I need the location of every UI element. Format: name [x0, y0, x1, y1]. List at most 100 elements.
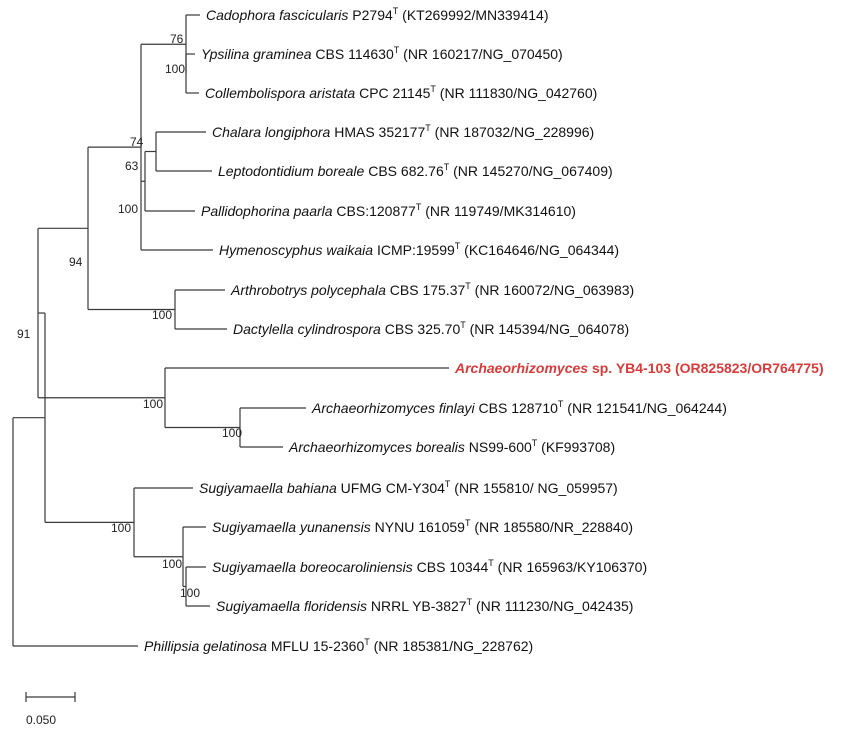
taxon-name: Dactylella cylindrospora: [233, 321, 381, 337]
scale-bar-label: 0.050: [26, 713, 56, 727]
strain-id: CBS 682.76: [364, 163, 444, 179]
taxon-name: Sugiyamaella yunanensis: [212, 519, 371, 535]
taxon-name: Archaeorhizomyces borealis: [288, 439, 465, 455]
bootstrap-value: 100: [180, 586, 200, 600]
taxon-label: Cadophora fascicularis P2794T (KT269992/…: [206, 6, 548, 23]
taxon-label: Sugiyamaella boreocaroliniensis CBS 1034…: [212, 558, 647, 575]
strain-id: NS99-600: [465, 439, 532, 455]
type-strain-marker: T: [445, 479, 451, 489]
strain-id: CBS 114630: [312, 46, 394, 62]
type-strain-marker: T: [393, 6, 399, 16]
accession-numbers: (NR 165963/KY106370): [494, 559, 647, 575]
strain-id: P2794: [348, 7, 393, 23]
strain-id: CBS 325.70: [381, 321, 461, 337]
accession-numbers: (NR 155810/ NG_059957): [450, 480, 617, 496]
strain-id: CPC 21145: [355, 85, 430, 101]
taxon-name: Cadophora fascicularis: [206, 7, 348, 23]
type-strain-marker: T: [364, 637, 370, 647]
type-strain-marker: T: [465, 281, 471, 291]
accession-numbers: (NR 121541/NG_064244): [563, 400, 726, 416]
accession-numbers: (KC164646/NG_064344): [460, 242, 619, 258]
type-strain-marker: T: [425, 123, 431, 133]
taxon-name: Ypsilina graminea: [201, 46, 312, 62]
bootstrap-value: 74: [130, 135, 144, 149]
taxon-label: Archaeorhizomyces borealis NS99-600T (KF…: [288, 438, 615, 455]
type-strain-marker: T: [444, 162, 450, 172]
tree-branches: [12, 14, 449, 647]
taxon-name: Hymenoscyphus waikaia: [219, 242, 373, 258]
taxon-label: Archaeorhizomyces finlayi CBS 128710T (N…: [311, 399, 727, 416]
bootstrap-value: 100: [143, 397, 163, 411]
taxon-label: Ypsilina graminea CBS 114630T (NR 160217…: [201, 45, 563, 62]
accession-numbers: (NR 119749/MK314610): [421, 203, 576, 219]
strain-id: CBS 175.37: [386, 282, 466, 298]
taxon-label: Arthrobotrys polycephala CBS 175.37T (NR…: [230, 281, 634, 298]
type-strain-marker: T: [416, 202, 422, 212]
strain-id: ICMP:19599: [373, 242, 455, 258]
type-strain-marker: T: [460, 320, 466, 330]
bootstrap-value: 100: [222, 426, 242, 440]
accession-numbers: (NR 160217/NG_070450): [399, 46, 562, 62]
type-strain-marker: T: [488, 558, 494, 568]
type-strain-marker: T: [430, 84, 436, 94]
bootstrap-value: 100: [152, 308, 172, 322]
taxon-name: Leptodontidium boreale: [218, 163, 365, 179]
bootstrap-value: 100: [111, 521, 131, 535]
strain-id: CBS 10344: [413, 559, 489, 575]
taxon-name: Archaeorhizomyces finlayi: [311, 400, 476, 416]
strain-id: sp. YB4-103 (OR825823/OR764775): [588, 360, 824, 376]
taxon-name: Sugiyamaella floridensis: [216, 598, 367, 614]
taxon-name: Pallidophorina paarla: [201, 203, 333, 219]
accession-numbers: (KT269992/MN339414): [398, 7, 548, 23]
bootstrap-value: 91: [17, 327, 31, 341]
accession-numbers: (NR 145394/NG_064078): [466, 321, 629, 337]
bootstrap-value: 94: [69, 255, 83, 269]
strain-id: HMAS 352177: [330, 124, 425, 140]
taxon-label: Dactylella cylindrospora CBS 325.70T (NR…: [233, 320, 629, 337]
accession-numbers: (NR 111830/NG_042760): [436, 85, 597, 101]
bootstrap-value: 100: [118, 202, 138, 216]
accession-numbers: (KF993708): [537, 439, 615, 455]
strain-id: UFMG CM-Y304: [337, 480, 445, 496]
taxon-name: Collembolispora aristata: [205, 85, 355, 101]
type-strain-marker: T: [465, 518, 471, 528]
type-strain-marker: T: [394, 45, 400, 55]
taxon-labels: Cadophora fascicularis P2794T (KT269992/…: [144, 6, 824, 654]
taxon-label: Chalara longiphora HMAS 352177T (NR 1870…: [212, 123, 594, 140]
taxon-name: Archaeorhizomyces: [454, 360, 588, 376]
taxon-label: Sugiyamaella bahiana UFMG CM-Y304T (NR 1…: [199, 479, 618, 496]
taxon-label: Archaeorhizomyces sp. YB4-103 (OR825823/…: [454, 360, 824, 376]
type-strain-marker: T: [532, 438, 538, 448]
accession-numbers: (NR 145270/NG_067409): [449, 163, 612, 179]
type-strain-marker: T: [558, 399, 564, 409]
type-strain-marker: T: [467, 597, 473, 607]
scale-bar: 0.050: [25, 692, 76, 727]
taxon-label: Phillipsia gelatinosa MFLU 15-2360T (NR …: [144, 637, 533, 654]
taxon-label: Collembolispora aristata CPC 21145T (NR …: [205, 84, 597, 101]
taxon-label: Leptodontidium boreale CBS 682.76T (NR 1…: [218, 162, 613, 179]
accession-numbers: (NR 187032/NG_228996): [431, 124, 594, 140]
taxon-label: Sugiyamaella floridensis NRRL YB-3827T (…: [216, 597, 633, 614]
taxon-label: Hymenoscyphus waikaia ICMP:19599T (KC164…: [219, 241, 619, 258]
strain-id: CBS 128710: [475, 400, 558, 416]
taxon-label: Sugiyamaella yunanensis NYNU 161059T (NR…: [212, 518, 633, 535]
accession-numbers: (NR 185381/NG_228762): [370, 638, 533, 654]
accession-numbers: (NR 160072/NG_063983): [471, 282, 634, 298]
taxon-name: Arthrobotrys polycephala: [230, 282, 386, 298]
taxon-name: Sugiyamaella bahiana: [199, 480, 337, 496]
taxon-name: Chalara longiphora: [212, 124, 331, 140]
bootstrap-value: 63: [125, 159, 139, 173]
strain-id: NRRL YB-3827: [367, 598, 467, 614]
strain-id: CBS:120877: [333, 203, 416, 219]
accession-numbers: (NR 185580/NR_228840): [470, 519, 633, 535]
type-strain-marker: T: [455, 241, 461, 251]
taxon-name: Phillipsia gelatinosa: [144, 638, 267, 654]
taxon-name: Sugiyamaella boreocaroliniensis: [212, 559, 413, 575]
accession-numbers: (NR 111230/NG_042435): [472, 598, 633, 614]
strain-id: NYNU 161059: [371, 519, 465, 535]
bootstrap-value: 100: [162, 557, 182, 571]
taxon-label: Pallidophorina paarla CBS:120877T (NR 11…: [201, 202, 576, 219]
bootstrap-value: 100: [165, 62, 185, 76]
